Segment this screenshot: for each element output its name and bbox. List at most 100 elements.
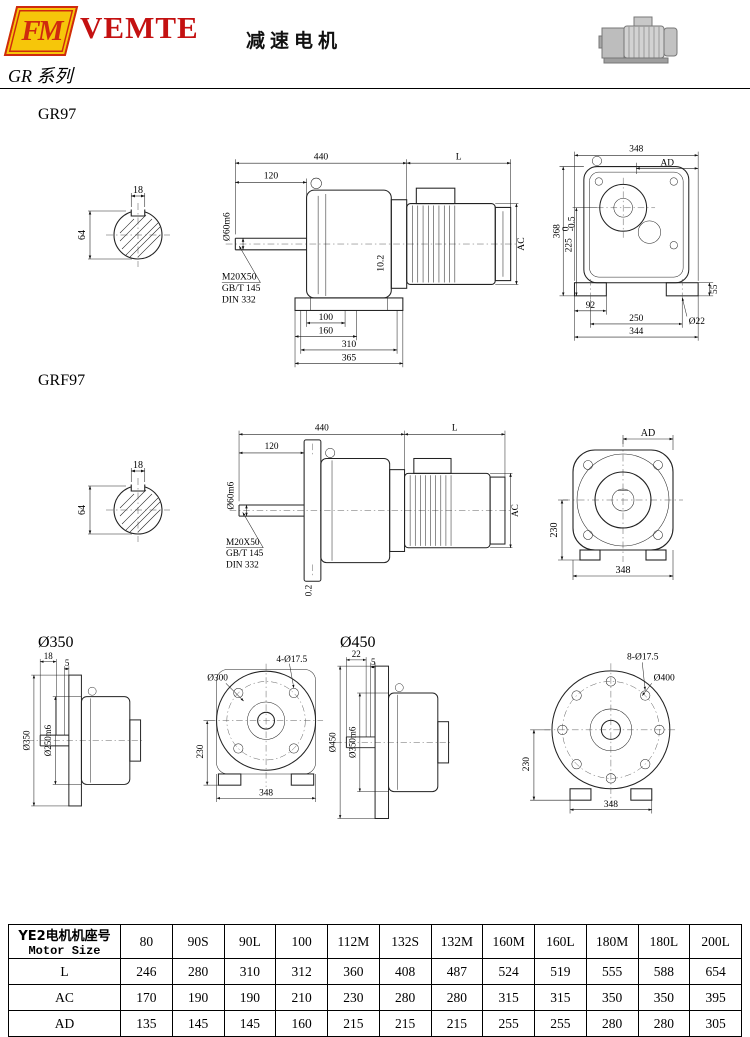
f350-front-view-drawing: 4-Ø17.5 Ø300 230 348 <box>196 655 324 802</box>
dim-440-label: 440 <box>314 151 329 162</box>
table-cell: 305 <box>689 1010 742 1037</box>
bolt-holes-label: 4-Ø17.5 <box>276 655 307 665</box>
flange-face-outline <box>544 663 678 804</box>
dim-225-label: 225 <box>565 238 575 252</box>
dim-120-label: 120 <box>264 171 279 182</box>
dim-92-label: 92 <box>586 301 596 311</box>
table-cell: 145 <box>223 1010 277 1037</box>
size-col-header: 132M <box>430 924 484 959</box>
flange-gearbox-outline <box>27 674 145 807</box>
table-cell: 230 <box>327 984 380 1011</box>
table-cell: 360 <box>327 958 380 985</box>
motor-size-header-cell: YE2电机机座号 Motor Size <box>8 924 121 959</box>
size-col-header: 90L <box>223 924 277 959</box>
gr97-side-view-drawing: 440 L 120 Ø60m6 M20X50 GB/T 145 DIN 332 … <box>222 151 527 368</box>
shaft-dimensions: 18 64 <box>77 460 146 535</box>
table-cell: 350 <box>637 984 691 1011</box>
dim-230-label: 230 <box>522 757 532 772</box>
section-title-gr97: GR97 <box>38 106 77 123</box>
table-cell: 315 <box>534 984 587 1011</box>
tap-size-label: M20X50 <box>222 272 257 283</box>
dimension-lines: 22 5 Ø450 Ø350m6 <box>328 649 389 819</box>
dim-shaft-dia-label: 64 <box>77 230 88 240</box>
housing-outline <box>573 155 699 300</box>
logo: FM <box>3 6 79 56</box>
row-label: L <box>8 958 121 985</box>
page-title: 减速电机 <box>246 30 343 52</box>
dim-flange-dia-label: Ø450 <box>328 732 338 752</box>
bolt-holes-label: 8-Ø17.5 <box>627 653 659 663</box>
table-cell: 280 <box>378 984 432 1011</box>
dim-L-label: L <box>452 424 458 434</box>
gr97-shaft-section-drawing: 18 64 <box>77 185 170 267</box>
bolt-circle-label: Ø400 <box>654 673 675 683</box>
dimension-lines: 440 L 120 Ø60m6 M20X50 GB/T 145 DIN 332 … <box>222 151 527 368</box>
table-cell: 135 <box>120 1010 173 1037</box>
product-photo <box>598 16 678 64</box>
logo-text: FM <box>21 14 63 47</box>
dim-foot-hole-label: Ø22 <box>689 317 705 327</box>
dim-348-label: 348 <box>604 800 619 810</box>
size-col-header: 90S <box>171 924 225 959</box>
gearmotor-illustration <box>598 16 678 64</box>
gr97-front-view-drawing: 348 AD 368 225 0 -0.5 92 250 344 55 Ø22 <box>552 145 720 341</box>
size-col-header: 200L <box>689 924 742 959</box>
table-header-row: YE2电机机座号 Motor Size 80 90S 90L 100 112M … <box>8 924 742 959</box>
dim-344-label: 344 <box>629 327 643 337</box>
dim-365-label: 365 <box>342 353 357 364</box>
motor-size-header-en: Motor Size <box>28 944 101 958</box>
table-cell: 654 <box>689 958 742 985</box>
f450-front-view-drawing: 8-Ø17.5 Ø400 230 348 <box>522 653 678 814</box>
dim-shaft-diameter-label: Ø60m6 <box>226 481 236 509</box>
table-row-AD: AD 135 145 145 160 215 215 215 255 255 2… <box>8 1010 742 1037</box>
dim-5-label: 5 <box>65 658 70 668</box>
dim-AD-label: AD <box>641 428 655 439</box>
dim-230-label: 230 <box>196 744 206 758</box>
shaft-outline <box>106 478 170 542</box>
grf97-shaft-section-drawing: 18 64 <box>77 460 170 542</box>
table-row-L: L 246 280 310 312 360 408 487 524 519 55… <box>8 958 742 985</box>
dimension-lines: 18 5 Ø350 Ø250m6 <box>21 651 82 807</box>
flange-face-outline <box>209 663 324 788</box>
dimension-lines: AD 230 348 <box>549 428 674 580</box>
table-cell: 315 <box>482 984 535 1011</box>
dim-key-width-label: 18 <box>133 185 143 196</box>
dim-shaft-dia-label: 64 <box>77 505 88 515</box>
standard-gb-label: GB/T 145 <box>226 549 264 559</box>
size-col-header: 132S <box>378 924 432 959</box>
table-cell: 280 <box>637 1010 691 1037</box>
dimension-lines: 4-Ø17.5 Ø300 230 348 <box>196 655 316 802</box>
dim-348-label: 348 <box>259 788 273 798</box>
dim-440-label: 440 <box>315 424 329 434</box>
size-col-header: 180M <box>585 924 639 959</box>
grf97-side-view-drawing: 440 L 120 Ø60m6 M20X50 GB/T 145 DIN 332 … <box>226 424 521 596</box>
dim-18-label: 18 <box>44 651 53 661</box>
size-col-header: 100 <box>275 924 328 959</box>
table-cell: 280 <box>585 1010 639 1037</box>
dim-22-label: 22 <box>352 649 361 659</box>
flange-outline <box>563 440 683 562</box>
table-cell: 310 <box>223 958 277 985</box>
dimension-lines: 440 L 120 Ø60m6 M20X50 GB/T 145 DIN 332 … <box>226 424 521 596</box>
table-cell: 160 <box>275 1010 328 1037</box>
table-cell: 280 <box>171 958 225 985</box>
table-row-AC: AC 170 190 190 210 230 280 280 315 315 3… <box>8 984 742 1011</box>
dim-AC-label: AC <box>516 237 527 250</box>
dim-5-label: 5 <box>371 657 376 667</box>
table-cell: 350 <box>585 984 639 1011</box>
row-label: AC <box>8 984 121 1011</box>
table-cell: 255 <box>482 1010 535 1037</box>
size-col-header: 160L <box>534 924 587 959</box>
dim-225-tol-upper: 0 <box>561 226 571 231</box>
dim-key-width-label: 18 <box>133 460 143 471</box>
table-cell: 215 <box>327 1010 380 1037</box>
tap-size-label: M20X50 <box>226 538 260 548</box>
bolt-circle-label: Ø300 <box>207 674 228 684</box>
table-cell: 190 <box>223 984 277 1011</box>
table-cell: 215 <box>378 1010 432 1037</box>
standard-din-label: DIN 332 <box>226 560 259 570</box>
dim-250-label: 250 <box>629 314 643 324</box>
table-cell: 145 <box>171 1010 225 1037</box>
dim-AD-label: AD <box>660 159 674 169</box>
